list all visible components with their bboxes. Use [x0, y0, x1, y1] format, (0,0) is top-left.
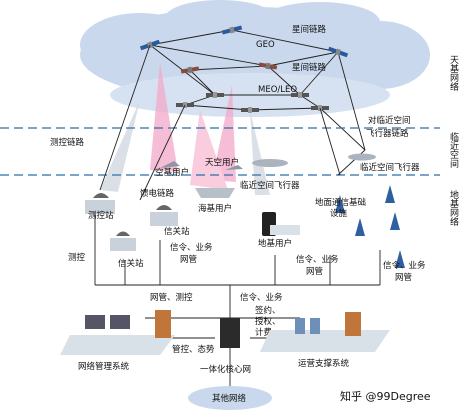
aircraft-icon	[225, 165, 243, 170]
billing-label: 计费	[255, 327, 273, 338]
airship-icon	[348, 153, 376, 161]
gateway-station-label-2: 信关站	[118, 258, 144, 269]
satellite-icon	[221, 25, 243, 35]
isl-label-mid: 星间链路	[292, 62, 327, 73]
beam	[150, 62, 178, 172]
ground-infra-tower-icon	[335, 185, 405, 268]
operation-support-system-label: 运营支撑系统	[298, 358, 350, 369]
authorization-label: 授权、	[255, 316, 281, 327]
gateway-station-icon	[110, 231, 136, 251]
layer-label-ground: 地基网络	[448, 189, 459, 227]
ship-icon	[195, 188, 235, 198]
geo-label: GEO	[256, 40, 275, 50]
near-space-links	[99, 44, 366, 201]
aircraft-icons	[160, 153, 376, 170]
layer-label-near-space: 临近空间	[448, 131, 459, 169]
integrated-core-network-label: 一体化核心网	[200, 364, 251, 375]
ground-comm-infra-label-2: 设施	[330, 208, 348, 219]
core-network-server	[220, 318, 240, 348]
beam	[100, 100, 140, 192]
server-rack-icon	[345, 312, 361, 336]
operation-support-platform	[260, 312, 390, 352]
signaling-mgmt-c-label-2: 网管	[395, 272, 412, 283]
layer-labels: 天基网络 临近空间 地基网络	[448, 55, 459, 227]
satellite-icon	[180, 66, 200, 74]
beam	[250, 110, 270, 195]
signaling-mgmt-b-label-2: 网管	[306, 266, 323, 277]
ground-user-icon	[262, 212, 300, 236]
satellites	[139, 25, 349, 113]
signaling-mgmt-b-label-1: 信令、业务	[296, 254, 339, 265]
ground-users-label: 地基用户	[258, 238, 292, 249]
ground-stations	[85, 185, 405, 268]
signaling-mgmt-a-label-2: 网管	[180, 254, 197, 265]
beam	[190, 110, 228, 190]
satellite-beams	[100, 62, 270, 195]
tt-c-station-icon	[85, 193, 115, 214]
signaling-mgmt-a-label-1: 信令、业务	[170, 242, 213, 253]
signing-label: 签约、	[255, 305, 281, 316]
tt-c-link-label: 测控链路	[50, 137, 85, 148]
gateway-station-icon	[150, 205, 178, 226]
signaling-mgmt-c-label-1: 信令、业务	[383, 260, 426, 271]
gateway-station-label-1: 信关站	[164, 226, 190, 237]
sea-users-label: 海基用户	[198, 203, 232, 214]
to-near-space-label-2: 飞行器链路	[366, 128, 409, 139]
database-icon	[295, 318, 305, 334]
network-management-platform	[60, 310, 175, 355]
server-rack-icon	[155, 310, 171, 338]
feeder-link-label: 馈电链路	[140, 188, 175, 199]
space-users-label: 空基用户	[155, 167, 189, 178]
tt-c-station-label: 测控站	[88, 210, 114, 221]
near-space-aircraft-label: 临近空间飞行器	[240, 180, 300, 191]
network-management-system-label: 网络管理系统	[78, 361, 130, 372]
other-networks-cloud	[188, 386, 272, 410]
layer-label-space: 天基网络	[448, 55, 459, 92]
isl-label-top: 星间链路	[292, 24, 327, 35]
satellite-icon	[291, 92, 309, 98]
satellite-icon	[327, 46, 349, 58]
beam	[212, 85, 236, 182]
watermark: 知乎 @99Degree	[340, 389, 431, 403]
control-situation-label: 管控、态势	[172, 344, 215, 355]
to-near-space-label-1: 对临近空间	[368, 115, 411, 126]
satellite-icon	[258, 62, 278, 70]
meo-leo-label: MEO/LEO	[258, 85, 297, 95]
satellite-icon	[241, 107, 259, 113]
ground-comm-infra-label-1: 地面通信基础	[315, 197, 366, 208]
satellite-icon	[206, 92, 224, 98]
server-rack-icon	[220, 318, 240, 348]
space-cloud	[80, 0, 430, 117]
database-icon	[310, 318, 320, 334]
airship-icon	[252, 159, 288, 167]
mgmt-tt-c-label: 网管、测控	[150, 292, 193, 303]
aircraft-icon	[160, 161, 180, 168]
signaling-service-label: 信令、业务	[240, 292, 283, 303]
near-space-aircraft-right-label: 临近空间飞行器	[360, 162, 420, 173]
tt-c-label: 测控	[68, 252, 86, 263]
other-networks-label: 其他网络	[212, 393, 247, 404]
sky-users-label: 天空用户	[205, 157, 239, 168]
